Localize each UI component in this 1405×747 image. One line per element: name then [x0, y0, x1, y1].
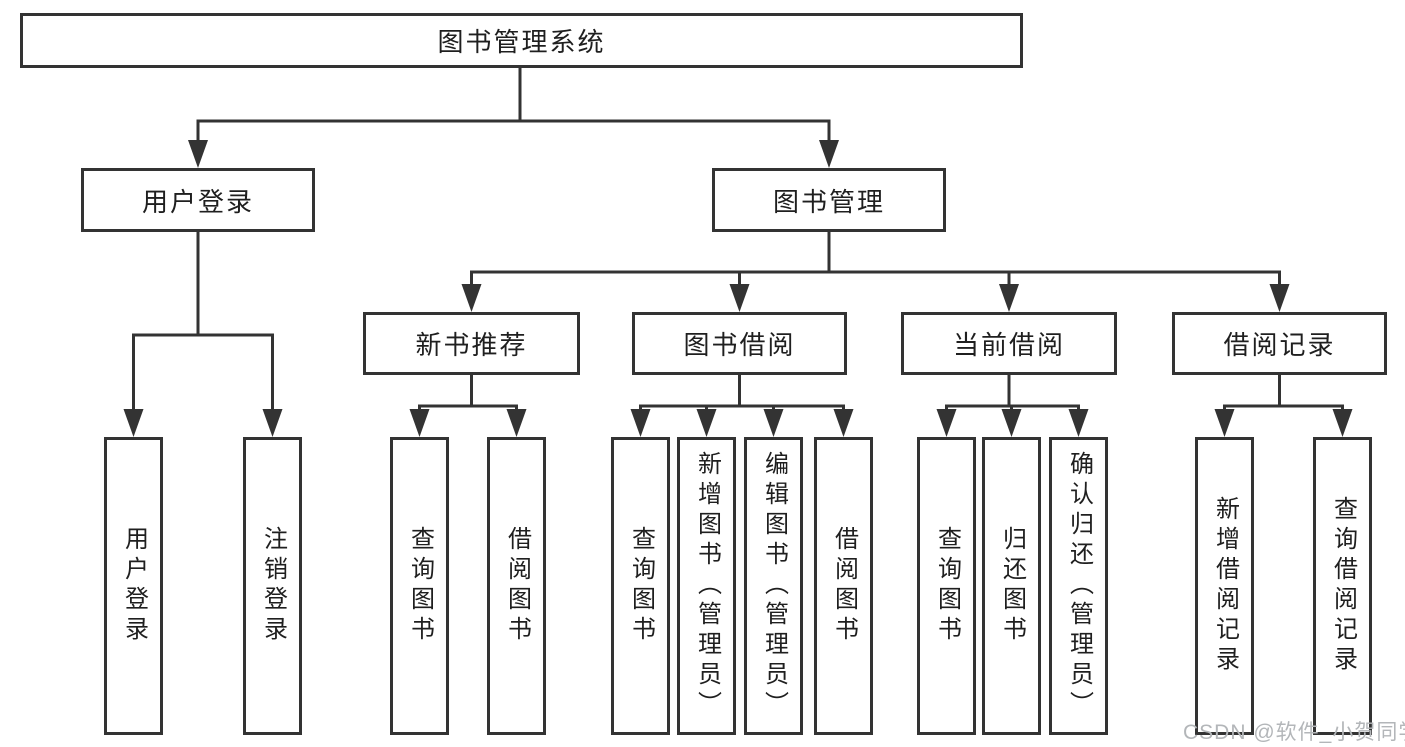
node-book-management: 图书管理 [712, 168, 946, 232]
leaf-query-books-1: 查询图书 [390, 437, 449, 735]
node-book-borrow: 图书借阅 [632, 312, 847, 375]
leaf-add-book-admin: 新增图书（管理员） [677, 437, 736, 735]
leaf-query-borrow-record: 查询借阅记录 [1313, 437, 1372, 735]
leaf-return-book: 归还图书 [982, 437, 1041, 735]
leaf-user-login: 用户登录 [104, 437, 163, 735]
leaf-query-books-2: 查询图书 [611, 437, 670, 735]
leaf-confirm-return-admin: 确认归还（管理员） [1049, 437, 1108, 735]
arrowhead-icons [123, 140, 1353, 437]
node-root: 图书管理系统 [20, 13, 1023, 68]
leaf-logout: 注销登录 [243, 437, 302, 735]
leaf-query-books-3: 查询图书 [917, 437, 976, 735]
leaf-add-borrow-record: 新增借阅记录 [1195, 437, 1254, 735]
node-borrow-records: 借阅记录 [1172, 312, 1387, 375]
node-user-login-branch: 用户登录 [81, 168, 315, 232]
leaf-borrow-books-1: 借阅图书 [487, 437, 546, 735]
watermark: CSDN @软件_小贺同学 [1183, 721, 1405, 744]
node-current-borrow: 当前借阅 [901, 312, 1117, 375]
node-new-book-recommend: 新书推荐 [363, 312, 580, 375]
leaf-edit-book-admin: 编辑图书（管理员） [744, 437, 803, 735]
leaf-borrow-books-2: 借阅图书 [814, 437, 873, 735]
